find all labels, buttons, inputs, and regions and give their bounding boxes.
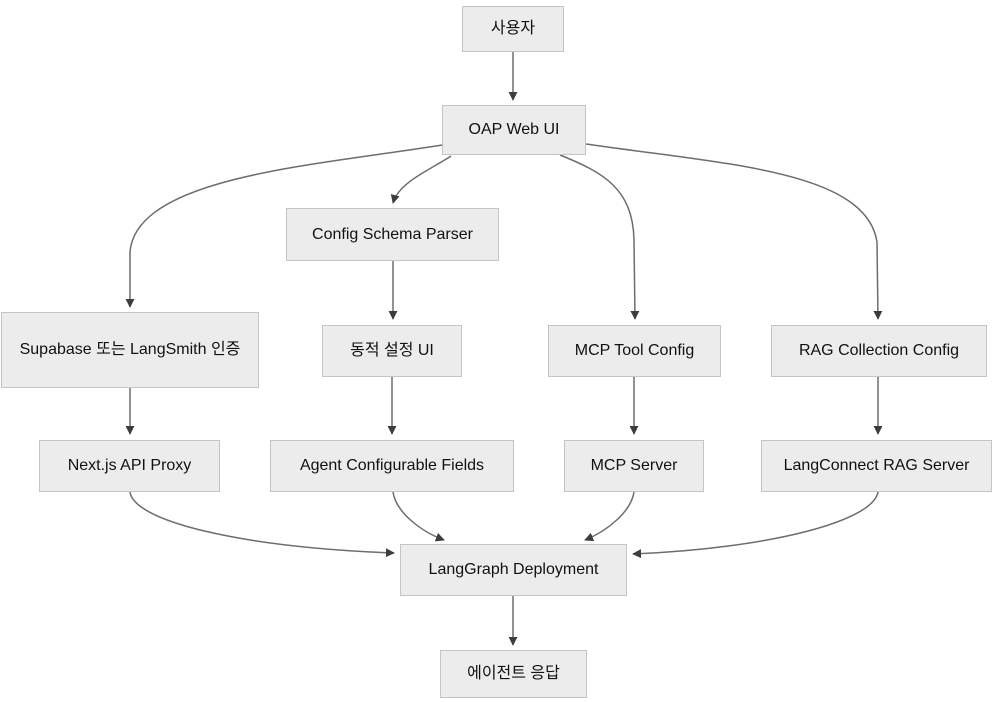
node-langconnect-rag-server-label: LangConnect RAG Server: [783, 457, 970, 474]
node-user: 사용자: [462, 6, 564, 52]
node-config-schema-parser: Config Schema Parser: [286, 208, 499, 261]
edge-oap-web-ui-to-config-schema-parser: [390, 155, 452, 204]
edge-nextjs-api-proxy-to-langgraph-deployment: [129, 491, 395, 558]
edge-langconnect-rag-server-to-langgraph-deployment: [632, 491, 879, 559]
node-rag-collection-config-label: RAG Collection Config: [798, 342, 960, 359]
node-supabase-auth: Supabase 또는 LangSmith 인증: [1, 312, 259, 388]
node-oap-web-ui-label: OAP Web UI: [468, 121, 560, 138]
node-mcp-server: MCP Server: [564, 440, 704, 492]
edge-oap-web-ui-to-supabase-auth: [125, 144, 443, 308]
node-mcp-tool-config-label: MCP Tool Config: [574, 342, 695, 359]
node-agent-response-label: 에이전트 응답: [467, 665, 560, 682]
edge-oap-web-ui-to-rag-collection-config: [585, 143, 883, 320]
edge-mcp-server-to-langgraph-deployment: [584, 491, 635, 542]
edge-oap-web-ui-to-mcp-tool-config: [559, 154, 640, 320]
node-nextjs-api-proxy: Next.js API Proxy: [39, 440, 220, 492]
node-supabase-auth-label: Supabase 또는 LangSmith 인증: [19, 341, 241, 358]
node-agent-configurable-fields-label: Agent Configurable Fields: [299, 457, 485, 474]
node-mcp-server-label: MCP Server: [590, 457, 678, 474]
node-langconnect-rag-server: LangConnect RAG Server: [761, 440, 992, 492]
edge-agent-configurable-fields-to-langgraph-deployment: [392, 491, 445, 542]
node-nextjs-api-proxy-label: Next.js API Proxy: [67, 457, 192, 474]
node-agent-configurable-fields: Agent Configurable Fields: [270, 440, 514, 492]
node-rag-collection-config: RAG Collection Config: [771, 325, 987, 377]
node-langgraph-deployment: LangGraph Deployment: [400, 544, 627, 596]
node-oap-web-ui: OAP Web UI: [442, 105, 586, 155]
node-dynamic-config-ui: 동적 설정 UI: [322, 325, 462, 377]
node-config-schema-parser-label: Config Schema Parser: [312, 225, 473, 243]
node-agent-response: 에이전트 응답: [440, 650, 587, 698]
node-langgraph-deployment-label: LangGraph Deployment: [428, 561, 599, 578]
node-mcp-tool-config: MCP Tool Config: [548, 325, 721, 377]
node-dynamic-config-ui-label: 동적 설정 UI: [350, 342, 434, 359]
node-user-label: 사용자: [490, 20, 536, 37]
